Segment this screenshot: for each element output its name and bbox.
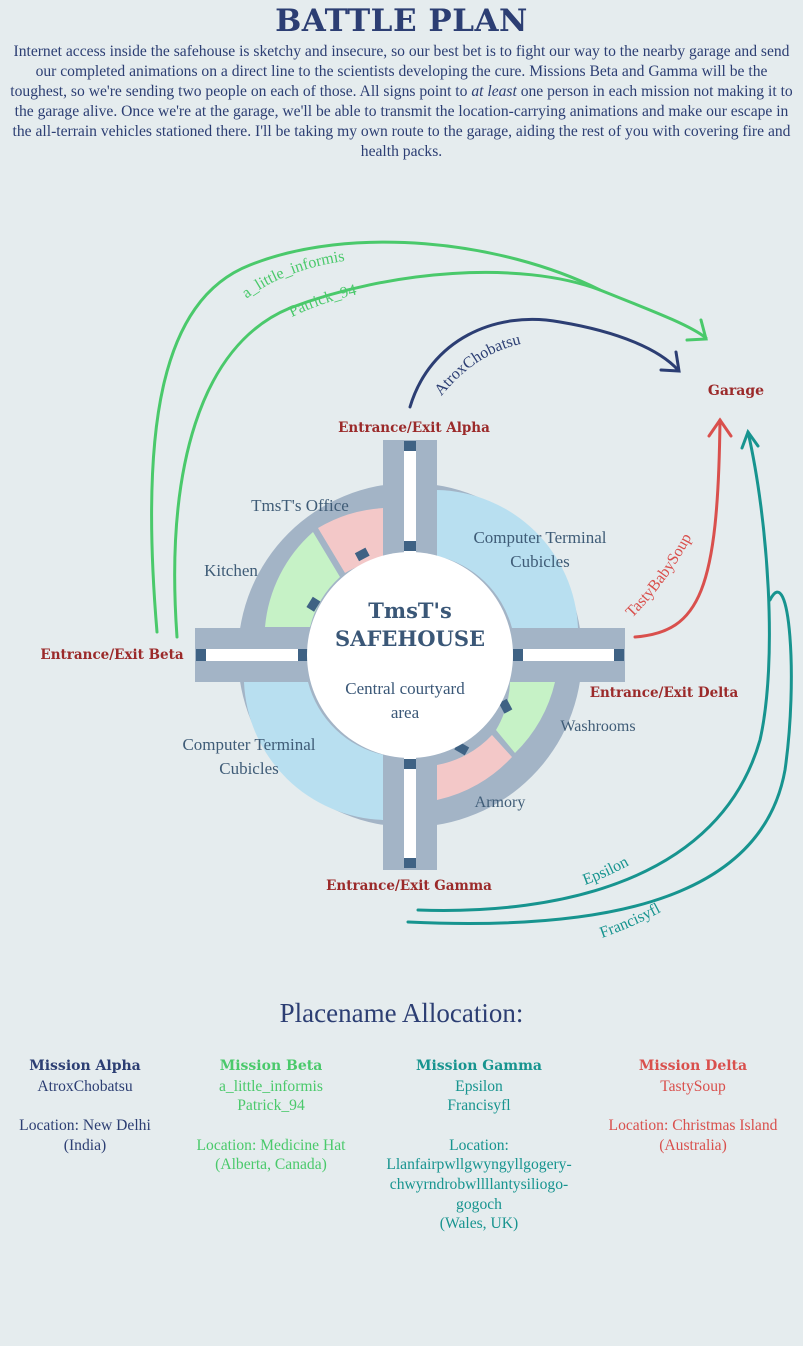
route-label-tastybabysoup: TastyBabySoup bbox=[623, 531, 696, 621]
safehouse-title-line2: SAFEHOUSE bbox=[335, 626, 485, 651]
mission-gamma-location-line: Llanfairpwllgwyngyllgogery- bbox=[386, 1156, 572, 1174]
route-gamma bbox=[406, 428, 793, 925]
route-gamma-francisyfl bbox=[406, 590, 793, 925]
route-label-atroxchobatsu: AtroxChobatsu bbox=[431, 331, 522, 399]
exit-beta-label: Entrance/Exit Beta bbox=[40, 647, 183, 663]
route-alpha bbox=[408, 317, 681, 409]
courtyard-label-line2: area bbox=[391, 703, 420, 722]
mission-delta-location-line: Location: Christmas Island bbox=[608, 1117, 778, 1135]
page-title: BATTLE PLAN bbox=[275, 3, 528, 39]
garage-label: Garage bbox=[708, 383, 764, 399]
route-beta-patrick94 bbox=[173, 270, 602, 639]
label-cubicles-sw-1: Computer Terminal bbox=[182, 735, 315, 754]
safehouse-title-line1: TmsT's bbox=[368, 598, 452, 623]
route-beta-arrowhead bbox=[685, 318, 708, 342]
exit-gamma-label: Entrance/Exit Gamma bbox=[326, 878, 492, 894]
mission-beta-member: a_little_informis bbox=[219, 1077, 323, 1095]
courtyard-label-line1: Central courtyard bbox=[345, 679, 465, 698]
mission-gamma-location-line: chwyrndrobwllllantysiliogo- bbox=[389, 1175, 569, 1193]
exit-alpha-label: Entrance/Exit Alpha bbox=[338, 420, 490, 436]
allocation-title: Placename Allocation: bbox=[279, 998, 524, 1028]
safehouse-diagram: TmsT's SAFEHOUSE Central courtyard area … bbox=[40, 240, 793, 942]
route-beta bbox=[150, 240, 708, 639]
mission-gamma-block: Mission Gamma Epsilon Francisyfl Locatio… bbox=[379, 1057, 579, 1234]
route-delta-arrowhead bbox=[707, 417, 733, 438]
label-armory: Armory bbox=[475, 794, 526, 811]
mission-beta-member: Patrick_94 bbox=[237, 1097, 305, 1115]
mission-delta-member: TastySoup bbox=[660, 1077, 726, 1095]
route-alpha-arrowhead bbox=[659, 350, 681, 373]
mission-gamma-name: Mission Gamma bbox=[415, 1058, 542, 1074]
intro-text-2: one person in each mission not making it… bbox=[12, 83, 793, 160]
mission-gamma-location-line: gogoch bbox=[456, 1195, 502, 1213]
mission-beta-location: Location: Medicine Hat (Alberta, Canada) bbox=[171, 1136, 371, 1175]
route-gamma-arrowhead bbox=[740, 428, 760, 450]
intro-text-1: Internet access inside the safehouse is … bbox=[10, 43, 790, 100]
label-office: TmsT's Office bbox=[251, 496, 349, 515]
mission-alpha-location-line: Location: New Delhi bbox=[19, 1117, 151, 1135]
route-beta-a-little-informis bbox=[150, 240, 708, 634]
route-gamma-epsilon bbox=[416, 430, 771, 912]
exit-delta-label: Entrance/Exit Delta bbox=[590, 685, 739, 701]
route-delta-tastybabysoup bbox=[633, 418, 722, 639]
mission-alpha-member: AtroxChobatsu bbox=[37, 1077, 133, 1095]
corridor-floors bbox=[197, 442, 623, 868]
mission-beta-location-line: (Alberta, Canada) bbox=[215, 1156, 327, 1174]
mission-beta-location-line: Location: Medicine Hat bbox=[196, 1136, 346, 1154]
central-courtyard bbox=[307, 552, 513, 758]
room-armory bbox=[437, 735, 512, 800]
mission-gamma-location: Location: Llanfairpwllgwyngyllgogery- ch… bbox=[379, 1136, 579, 1234]
mission-beta-name: Mission Beta bbox=[219, 1058, 323, 1074]
mission-delta-block: Mission Delta TastySoup Location: Christ… bbox=[593, 1057, 793, 1155]
intro-emphasis: at least bbox=[471, 83, 517, 100]
mission-delta-location: Location: Christmas Island (Australia) bbox=[593, 1116, 793, 1155]
mission-gamma-member: Francisyfl bbox=[447, 1097, 511, 1115]
mission-alpha-location-line: (India) bbox=[63, 1136, 107, 1154]
mission-delta-name: Mission Delta bbox=[638, 1058, 748, 1074]
route-label-patrick94: Patrick_94 bbox=[286, 282, 358, 321]
mission-delta-location-line: (Australia) bbox=[659, 1136, 727, 1154]
label-cubicles-ne-1: Computer Terminal bbox=[473, 528, 606, 547]
mission-gamma-member: Epsilon bbox=[455, 1077, 503, 1095]
route-label-epsilon: Epsilon bbox=[580, 853, 631, 888]
label-washrooms: Washrooms bbox=[560, 718, 635, 735]
label-cubicles-ne-2: Cubicles bbox=[510, 552, 570, 571]
label-cubicles-sw-2: Cubicles bbox=[219, 759, 279, 778]
label-kitchen: Kitchen bbox=[204, 561, 258, 580]
doors bbox=[196, 441, 624, 868]
room-cubicles-sw bbox=[244, 682, 384, 820]
intro-paragraph: Internet access inside the safehouse is … bbox=[6, 42, 797, 162]
mission-alpha-name: Mission Alpha bbox=[29, 1058, 141, 1074]
route-alpha-atroxchobatsu bbox=[408, 317, 680, 409]
mission-alpha-block: Mission Alpha AtroxChobatsu Location: Ne… bbox=[0, 1057, 185, 1155]
mission-beta-block: Mission Beta a_little_informis Patrick_9… bbox=[171, 1057, 371, 1175]
mission-gamma-location-line: (Wales, UK) bbox=[439, 1215, 519, 1233]
room-kitchen bbox=[265, 532, 340, 627]
room-washrooms bbox=[496, 682, 555, 753]
room-cubicles-ne bbox=[437, 490, 578, 628]
route-delta bbox=[633, 417, 733, 639]
safehouse-building bbox=[195, 440, 625, 870]
mission-alpha-location: Location: New Delhi (India) bbox=[0, 1116, 185, 1155]
mission-gamma-location-line: Location: bbox=[449, 1136, 509, 1154]
